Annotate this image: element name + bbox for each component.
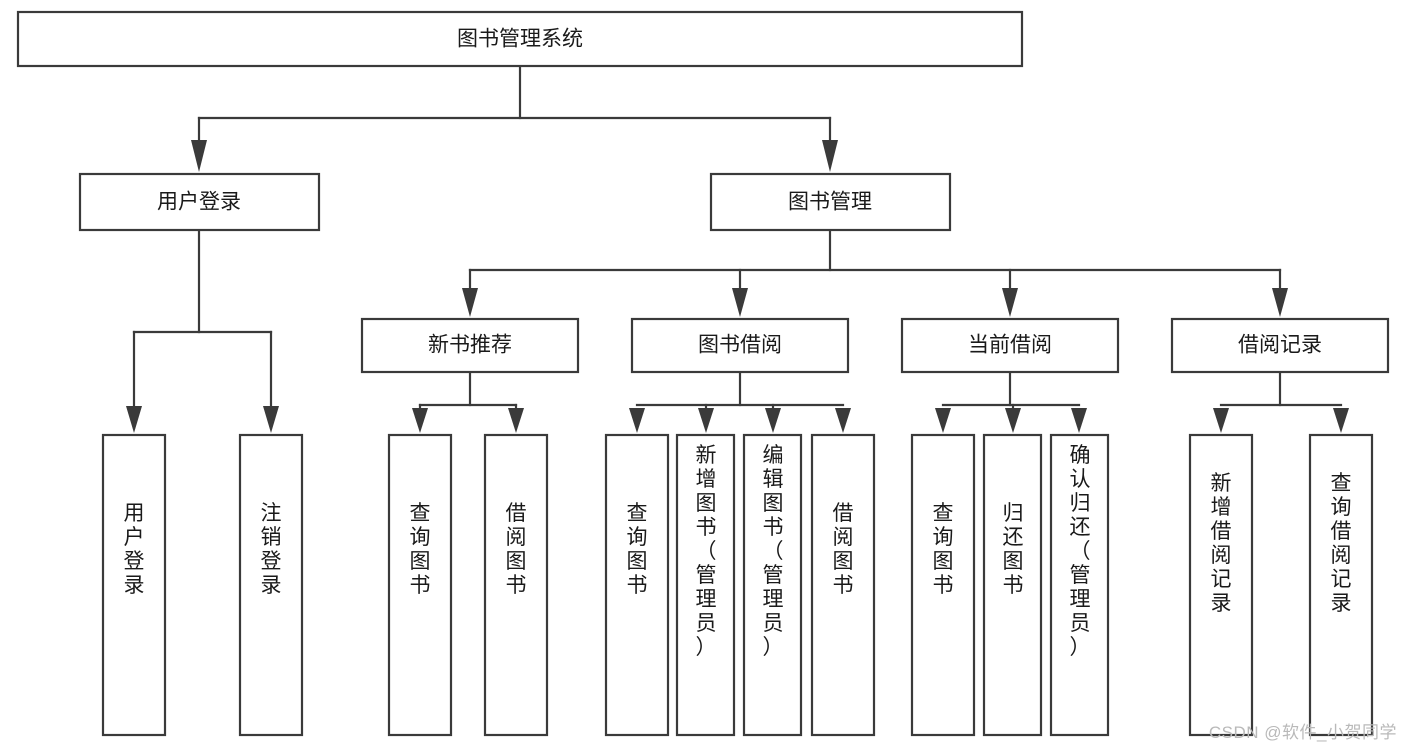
csdn-watermark: CSDN @软件_小贺同学	[1208, 723, 1397, 742]
connector-group-root	[191, 64, 838, 172]
node-leaf-query-book-cur-box[interactable]	[910, 433, 976, 737]
node-new-book-recommend[interactable]: 新书推荐	[360, 317, 580, 374]
arrowhead-leaf-borrow-book-rec	[508, 408, 524, 433]
node-leaf-borrow-book-rec[interactable]: 借阅图书	[483, 433, 549, 737]
node-leaf-borrow-book-rec-box[interactable]	[483, 433, 549, 737]
node-leaf-edit-book-label: 编辑图书（管理员）	[763, 444, 784, 659]
arrowhead-leaf-add-borrow-record	[1213, 408, 1229, 433]
node-leaf-borrow-book[interactable]: 借阅图书	[810, 433, 876, 737]
node-leaf-query-borrow-record-box[interactable]	[1308, 433, 1374, 737]
node-leaf-query-book-rec[interactable]: 查询图书	[387, 433, 453, 737]
connector-group-book-borrow-leaves	[629, 370, 851, 433]
node-leaf-edit-book[interactable]: 编辑图书（管理员）	[742, 433, 803, 737]
node-leaf-query-borrow-record-label: 查询借阅记录	[1331, 472, 1352, 615]
node-leaf-query-book-rec-label: 查询图书	[410, 502, 431, 597]
arrowhead-leaf-borrow-book	[835, 408, 851, 433]
node-leaf-logout-login[interactable]: 注销登录	[238, 433, 304, 737]
node-user-login-label: 用户登录	[157, 191, 241, 214]
node-leaf-user-login-box[interactable]	[101, 433, 167, 737]
node-user-login-box[interactable]	[78, 172, 321, 232]
node-new-book-recommend-box[interactable]	[360, 317, 580, 374]
arrowhead-borrow-record	[1272, 288, 1288, 317]
node-leaf-query-book-rec-box[interactable]	[387, 433, 453, 737]
node-book-borrow-box[interactable]	[630, 317, 850, 374]
node-leaf-query-book-cur[interactable]: 查询图书	[910, 433, 976, 737]
node-borrow-record-box[interactable]	[1170, 317, 1390, 374]
arrowhead-user-login	[191, 140, 207, 172]
node-leaf-user-login-label: 用户登录	[124, 502, 145, 597]
node-book-borrow[interactable]: 图书借阅	[630, 317, 850, 374]
node-book-manage-label: 图书管理	[788, 191, 872, 214]
node-current-borrow-box[interactable]	[900, 317, 1120, 374]
arrowhead-book-manage	[822, 140, 838, 172]
node-leaf-confirm-return-label: 确认归还（管理员）	[1070, 444, 1091, 659]
arrowhead-leaf-return-book	[1005, 408, 1021, 433]
node-leaf-confirm-return[interactable]: 确认归还（管理员）	[1049, 433, 1110, 737]
node-current-borrow[interactable]: 当前借阅	[900, 317, 1120, 374]
arrowhead-leaf-query-borrow-record	[1333, 408, 1349, 433]
node-leaf-add-book[interactable]: 新增图书（管理员）	[675, 433, 736, 737]
node-borrow-record-label: 借阅记录	[1238, 334, 1322, 357]
node-leaf-add-borrow-record-box[interactable]	[1188, 433, 1254, 737]
node-leaf-add-borrow-record-label: 新增借阅记录	[1211, 472, 1232, 615]
node-leaf-query-book-borrow-box[interactable]	[604, 433, 670, 737]
node-leaf-borrow-book-rec-label: 借阅图书	[506, 502, 527, 597]
arrowhead-leaf-query-book-borrow	[629, 408, 645, 433]
arrowhead-leaf-add-book	[698, 408, 714, 433]
connector-group-book-manage	[462, 228, 1288, 317]
node-leaf-borrow-book-box[interactable]	[810, 433, 876, 737]
node-book-manage-box[interactable]	[709, 172, 952, 232]
node-leaf-add-book-label: 新增图书（管理员）	[696, 444, 717, 659]
node-leaf-confirm-return-box[interactable]	[1049, 433, 1110, 737]
connector-group-user-login-leaves	[126, 228, 279, 433]
arrowhead-leaf-confirm-return	[1071, 408, 1087, 433]
connector-group-new-book-recommend-leaves	[412, 370, 524, 433]
node-book-manage[interactable]: 图书管理	[709, 172, 952, 232]
arrowhead-current-borrow	[1002, 288, 1018, 317]
node-leaf-query-borrow-record[interactable]: 查询借阅记录	[1308, 433, 1374, 737]
node-root[interactable]: 图书管理系统	[16, 10, 1024, 68]
node-leaf-user-login[interactable]: 用户登录	[101, 433, 167, 737]
arrowhead-book-borrow	[732, 288, 748, 317]
node-leaf-borrow-book-label: 借阅图书	[833, 502, 854, 597]
connector-group-borrow-record-leaves	[1213, 370, 1349, 433]
node-leaf-edit-book-box[interactable]	[742, 433, 803, 737]
arrowhead-leaf-query-book-rec	[412, 408, 428, 433]
node-user-login[interactable]: 用户登录	[78, 172, 321, 232]
node-leaf-return-book-label: 归还图书	[1003, 502, 1024, 597]
node-leaf-logout-login-box[interactable]	[238, 433, 304, 737]
node-current-borrow-label: 当前借阅	[968, 334, 1052, 357]
node-leaf-return-book[interactable]: 归还图书	[982, 433, 1043, 737]
node-book-borrow-label: 图书借阅	[698, 334, 782, 357]
node-leaf-logout-login-label: 注销登录	[261, 502, 282, 597]
node-leaf-add-borrow-record[interactable]: 新增借阅记录	[1188, 433, 1254, 737]
arrowhead-new-book-recommend	[462, 288, 478, 317]
arrowhead-leaf-logout-login	[263, 406, 279, 433]
node-leaf-add-book-box[interactable]	[675, 433, 736, 737]
arrowhead-leaf-edit-book	[765, 408, 781, 433]
node-borrow-record[interactable]: 借阅记录	[1170, 317, 1390, 374]
node-leaf-query-book-cur-label: 查询图书	[933, 502, 954, 597]
node-leaf-return-book-box[interactable]	[982, 433, 1043, 737]
node-leaf-query-book-borrow-label: 查询图书	[627, 502, 648, 597]
arrowhead-leaf-user-login	[126, 406, 142, 433]
node-leaf-query-book-borrow[interactable]: 查询图书	[604, 433, 670, 737]
node-root-box[interactable]	[16, 10, 1024, 68]
arrowhead-leaf-query-book-cur	[935, 408, 951, 433]
node-root-label: 图书管理系统	[457, 28, 583, 51]
node-new-book-recommend-label: 新书推荐	[428, 334, 512, 357]
connector-group-current-borrow-leaves	[935, 370, 1087, 433]
